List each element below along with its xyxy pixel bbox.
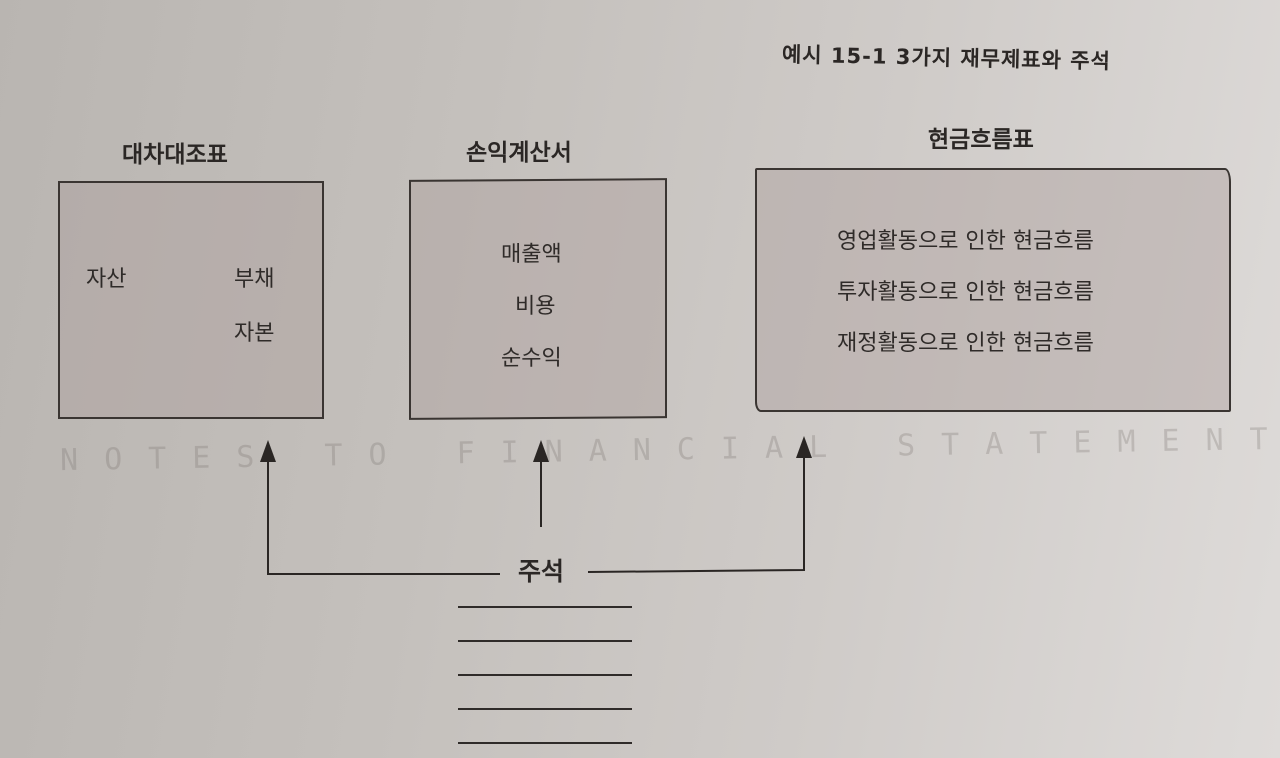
arrowhead-cash-flow — [796, 436, 812, 458]
arrowhead-balance-sheet — [260, 440, 276, 462]
equity-label: 자본 — [234, 321, 275, 346]
arrowhead-income-statement — [533, 440, 549, 462]
note-line — [458, 674, 632, 676]
arrow-to-cash-flow — [587, 450, 805, 573]
assets-label: 자산 — [86, 267, 127, 292]
cash-flow-item: 재정활동으로 인한 현금흐름 — [837, 331, 1094, 356]
note-line — [458, 708, 632, 710]
cash-flow-title: 현금흐름표 — [928, 127, 1034, 153]
note-line — [458, 606, 632, 608]
liabilities-label: 부채 — [234, 267, 275, 292]
cash-flow-item: 투자활동으로 인한 현금흐름 — [837, 280, 1094, 305]
note-line — [458, 742, 632, 744]
notes-label: 주석 — [518, 557, 565, 586]
arrow-to-balance-sheet — [267, 452, 500, 575]
note-line — [458, 640, 632, 642]
balance-sheet-title: 대차대조표 — [122, 142, 228, 168]
income-statement-title: 손익계산서 — [466, 140, 572, 166]
cash-flow-item: 영업활동으로 인한 현금흐름 — [837, 229, 1094, 254]
balance-sheet-box: 자산 부채 자본 — [58, 181, 324, 419]
cash-flow-box: 영업활동으로 인한 현금흐름 투자활동으로 인한 현금흐름 재정활동으로 인한 … — [755, 168, 1231, 412]
